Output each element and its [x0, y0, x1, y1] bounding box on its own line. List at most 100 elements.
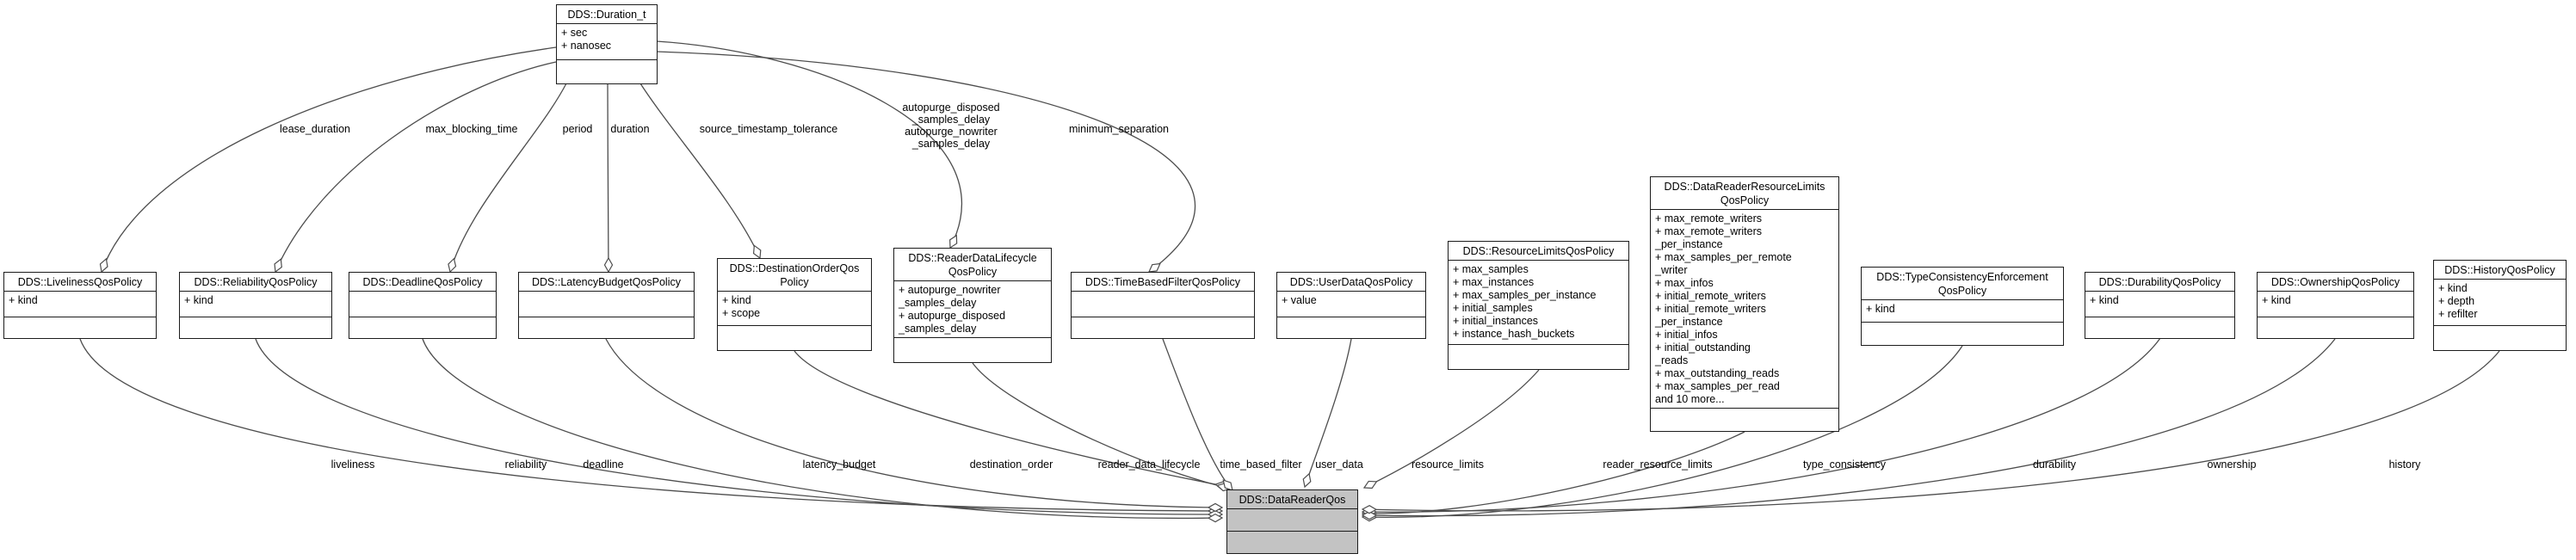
class-name-line: DDS::ReaderDataLifecycle — [908, 252, 1037, 264]
edge-label-lease-duration: lease_duration — [279, 123, 351, 135]
class-name-line: DDS::HistoryQosPolicy — [2444, 264, 2555, 276]
class-attributes-compartment: + max_remote_writers+ max_remote_writers… — [1651, 209, 1838, 408]
class-name: DDS::UserDataQosPolicy — [1277, 273, 1425, 291]
edge-label-latency-budget: latency_budget — [802, 458, 876, 471]
class-attributes-compartment: + kind — [1862, 299, 2063, 322]
class-name: DDS::HistoryQosPolicy — [2434, 261, 2566, 279]
class-operations-compartment — [2434, 325, 2566, 350]
edge-minimum-separation — [656, 51, 1196, 273]
edge-label-minimum-separation: minimum_separation — [1068, 123, 1170, 135]
aggregation-diamond-icon — [1148, 262, 1161, 273]
class-attribute: and 10 more... — [1655, 393, 1725, 405]
aggregation-diamond-icon — [1222, 479, 1233, 491]
class-latency-budget[interactable]: DDS::LatencyBudgetQosPolicy — [518, 272, 695, 339]
class-operations-compartment — [2085, 317, 2234, 338]
edge-label-history: history — [2388, 458, 2421, 471]
class-attributes-compartment: + sec+ nanosec — [557, 23, 657, 59]
class-attribute: _writer — [1655, 264, 1688, 276]
aggregation-diamond-icon — [1361, 504, 1378, 514]
class-attribute: + kind — [2262, 294, 2291, 306]
class-attribute: + kind — [184, 294, 213, 306]
class-reliability[interactable]: DDS::ReliabilityQosPolicy+ kind — [179, 272, 332, 339]
class-name-line: DDS::DeadlineQosPolicy — [362, 276, 483, 288]
class-attributes-compartment: + autopurge_nowriter_samples_delay+ auto… — [894, 280, 1051, 337]
class-attribute: + max_samples_per_remote — [1655, 251, 1792, 263]
class-operations-compartment — [1277, 317, 1425, 338]
class-resource-limits[interactable]: DDS::ResourceLimitsQosPolicy+ max_sample… — [1448, 241, 1629, 370]
class-data-reader-qos[interactable]: DDS::DataReaderQos — [1226, 489, 1358, 554]
class-name-line: DDS::DestinationOrderQos — [729, 262, 860, 274]
class-attribute: + max_samples_per_read — [1655, 380, 1780, 392]
class-attribute: + initial_remote_writers — [1655, 290, 1766, 302]
class-operations-compartment — [349, 317, 496, 338]
class-attribute: + kind — [9, 294, 38, 306]
class-name-line: DDS::DataReaderResourceLimits — [1664, 181, 1825, 193]
class-name: DDS::DurabilityQosPolicy — [2085, 273, 2234, 291]
class-operations-compartment — [718, 325, 871, 350]
class-attribute: + max_remote_writers — [1655, 212, 1762, 225]
class-name-line: QosPolicy — [948, 266, 998, 278]
edge-label-durability: durability — [2032, 458, 2077, 471]
class-name: DDS::LatencyBudgetQosPolicy — [519, 273, 694, 291]
edge-resource-limits — [1363, 369, 1540, 489]
class-attributes-compartment — [1227, 508, 1357, 531]
class-ownership[interactable]: DDS::OwnershipQosPolicy+ kind — [2257, 272, 2414, 339]
class-name: DDS::DeadlineQosPolicy — [349, 273, 496, 291]
class-operations-compartment — [1072, 317, 1254, 338]
class-operations-compartment — [1227, 531, 1357, 553]
edge-label-destination-order: destination_order — [969, 458, 1053, 471]
class-attribute: _samples_delay — [899, 297, 977, 309]
class-name: DDS::OwnershipQosPolicy — [2258, 273, 2413, 291]
class-liveliness[interactable]: DDS::LivelinessQosPolicy+ kind — [3, 272, 157, 339]
class-name: DDS::DataReaderQos — [1227, 490, 1357, 508]
edge-label-time-based-filter: time_based_filter — [1220, 458, 1302, 471]
class-operations-compartment — [2258, 317, 2413, 338]
class-operations-compartment — [1449, 344, 1628, 369]
edge-latency-budget — [605, 338, 1223, 508]
aggregation-diamond-icon — [1302, 472, 1312, 489]
class-attributes-compartment — [519, 291, 694, 317]
class-time-based-filter[interactable]: DDS::TimeBasedFilterQosPolicy — [1071, 272, 1255, 339]
class-duration-t[interactable]: DDS::Duration_t+ sec+ nanosec — [556, 4, 658, 84]
class-attribute: + nanosec — [561, 40, 612, 52]
edge-lease-duration — [101, 46, 557, 273]
aggregation-diamond-icon — [1362, 480, 1378, 489]
class-name-line: DDS::Duration_t — [567, 9, 646, 21]
class-name: DDS::LivelinessQosPolicy — [4, 273, 156, 291]
edge-label-reliability: reliability — [504, 458, 547, 471]
class-deadline[interactable]: DDS::DeadlineQosPolicy — [349, 272, 497, 339]
edge-label-max-blocking-time: max_blocking_time — [425, 123, 518, 135]
class-name-line: QosPolicy — [1720, 194, 1770, 206]
class-attribute: + max_instances — [1453, 276, 1535, 288]
class-attribute: + autopurge_nowriter — [899, 284, 1001, 296]
class-name-line: DDS::UserDataQosPolicy — [1289, 276, 1413, 288]
class-history[interactable]: DDS::HistoryQosPolicy+ kind+ depth+ refi… — [2433, 260, 2567, 351]
class-attribute: _reads — [1655, 354, 1689, 366]
aggregation-diamond-icon — [1207, 502, 1224, 513]
class-attribute: + autopurge_disposed — [899, 310, 1006, 322]
class-attributes-compartment: + kind — [2085, 291, 2234, 317]
class-operations-compartment — [1862, 322, 2063, 345]
aggregation-diamond-icon — [448, 257, 457, 274]
class-attributes-compartment: + kind+ scope — [718, 291, 871, 325]
class-name-line: DDS::OwnershipQosPolicy — [2270, 276, 2400, 288]
class-attributes-compartment: + kind — [2258, 291, 2413, 317]
class-user-data[interactable]: DDS::UserDataQosPolicy+ value — [1276, 272, 1426, 339]
edge-ownership — [1362, 338, 2336, 517]
class-name-line: DDS::DurabilityQosPolicy — [2098, 276, 2221, 288]
class-name-line: DDS::TimeBasedFilterQosPolicy — [1084, 276, 1241, 288]
aggregation-diamond-icon — [1361, 510, 1378, 520]
edge-period — [449, 83, 567, 273]
edge-label-source-timestamp-tolerance: source_timestamp_tolerance — [699, 123, 838, 135]
class-attribute: + instance_hash_buckets — [1453, 328, 1575, 340]
edge-label-line: _samples_delay — [911, 114, 991, 126]
edge-label-liveliness: liveliness — [330, 458, 375, 471]
class-attribute: _samples_delay — [899, 323, 977, 335]
class-durability[interactable]: DDS::DurabilityQosPolicy+ kind — [2085, 272, 2235, 339]
